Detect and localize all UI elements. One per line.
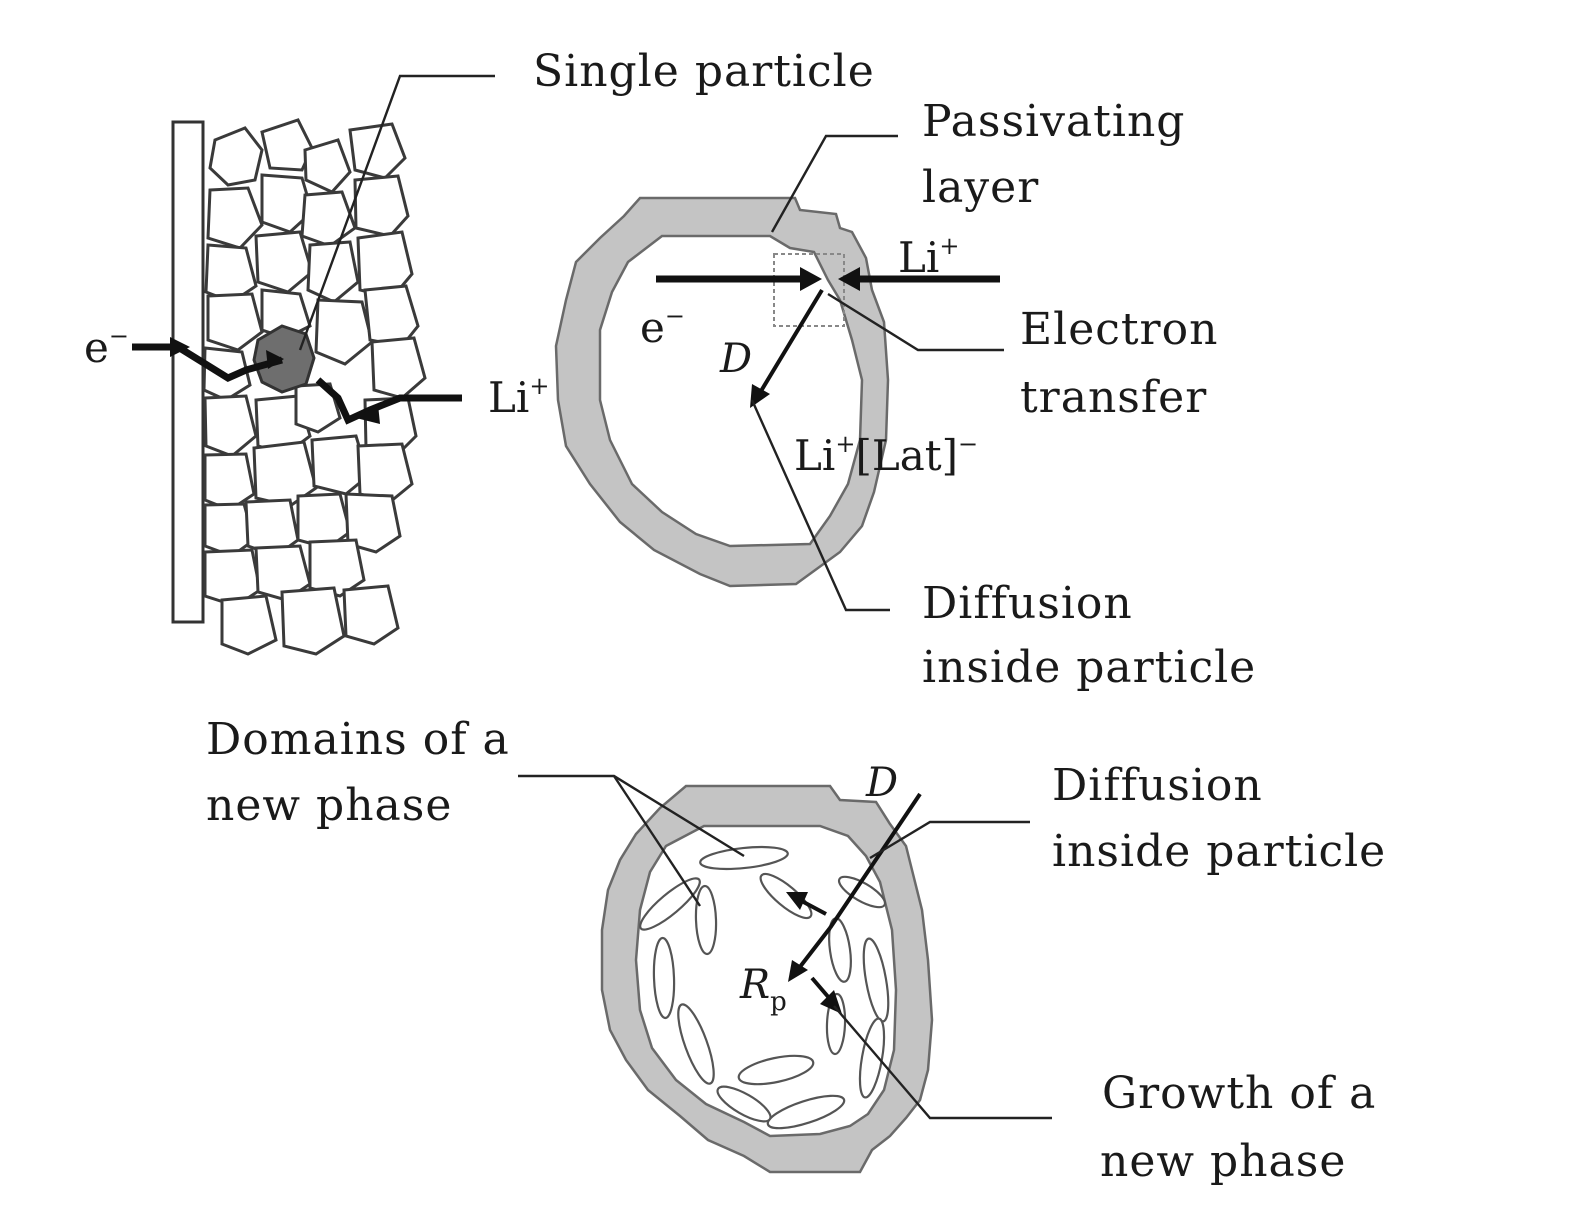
particle-grains [202,118,427,656]
diffusion2-label-2: inside particle [1052,826,1386,877]
li-left-symbol: Li+ [488,372,549,422]
current-collector [171,120,205,624]
e-inner-symbol: e− [640,302,685,352]
li-lat-symbol: Li+[Lat]− [794,430,978,480]
electron-label-1: Electron [1020,304,1218,355]
ion-path-arrow [315,377,462,425]
growth-leader [833,1005,1052,1120]
single-particle-leader [298,74,495,351]
li-top-symbol: Li+ [898,232,959,282]
electron-path-arrow [132,343,283,382]
electron-label-2: transfer [1020,372,1207,423]
d1-symbol: D [719,336,752,382]
diffusion-arrow [756,288,824,398]
domains-label-2: new phase [206,780,452,831]
rp-symbol: Rp [739,962,787,1017]
growth-label-2: new phase [1100,1136,1346,1187]
passivating-label-1: Passivating [922,96,1185,147]
diffusion2-leader [869,820,1030,860]
new-phase-domains [639,845,890,1130]
diffusion2-arrow [828,792,922,930]
growth-label-1: Growth of a [1102,1068,1376,1119]
particle-detail-panel: Li+ e− D Li+[Lat]− Passivating layer Ele… [554,96,1256,693]
rp-arrow-left [794,926,832,974]
d2-symbol: D [865,760,898,806]
diffusion-leader [750,399,890,612]
e-left-symbol: e− [84,322,129,372]
diffusion1-label-2: inside particle [922,642,1256,693]
diffusion2-label-1: Diffusion [1052,760,1263,811]
passivating-label-2: layer [922,162,1039,213]
passivating-leader [770,134,898,233]
diffusion1-label-1: Diffusion [922,578,1133,629]
domains-leader-b [612,775,702,907]
interface-zone [773,253,845,327]
single-particle-label: Single particle [533,46,875,97]
phase-growth-panel: D Rp Domains of a new phase Diffusion in… [206,714,1386,1187]
electron-transfer-leader [827,292,1004,352]
particle-core-shape [598,234,864,548]
electrode-panel: e− Li+ Single particle [84,46,875,656]
domains-label-1: Domains of a [206,714,510,765]
